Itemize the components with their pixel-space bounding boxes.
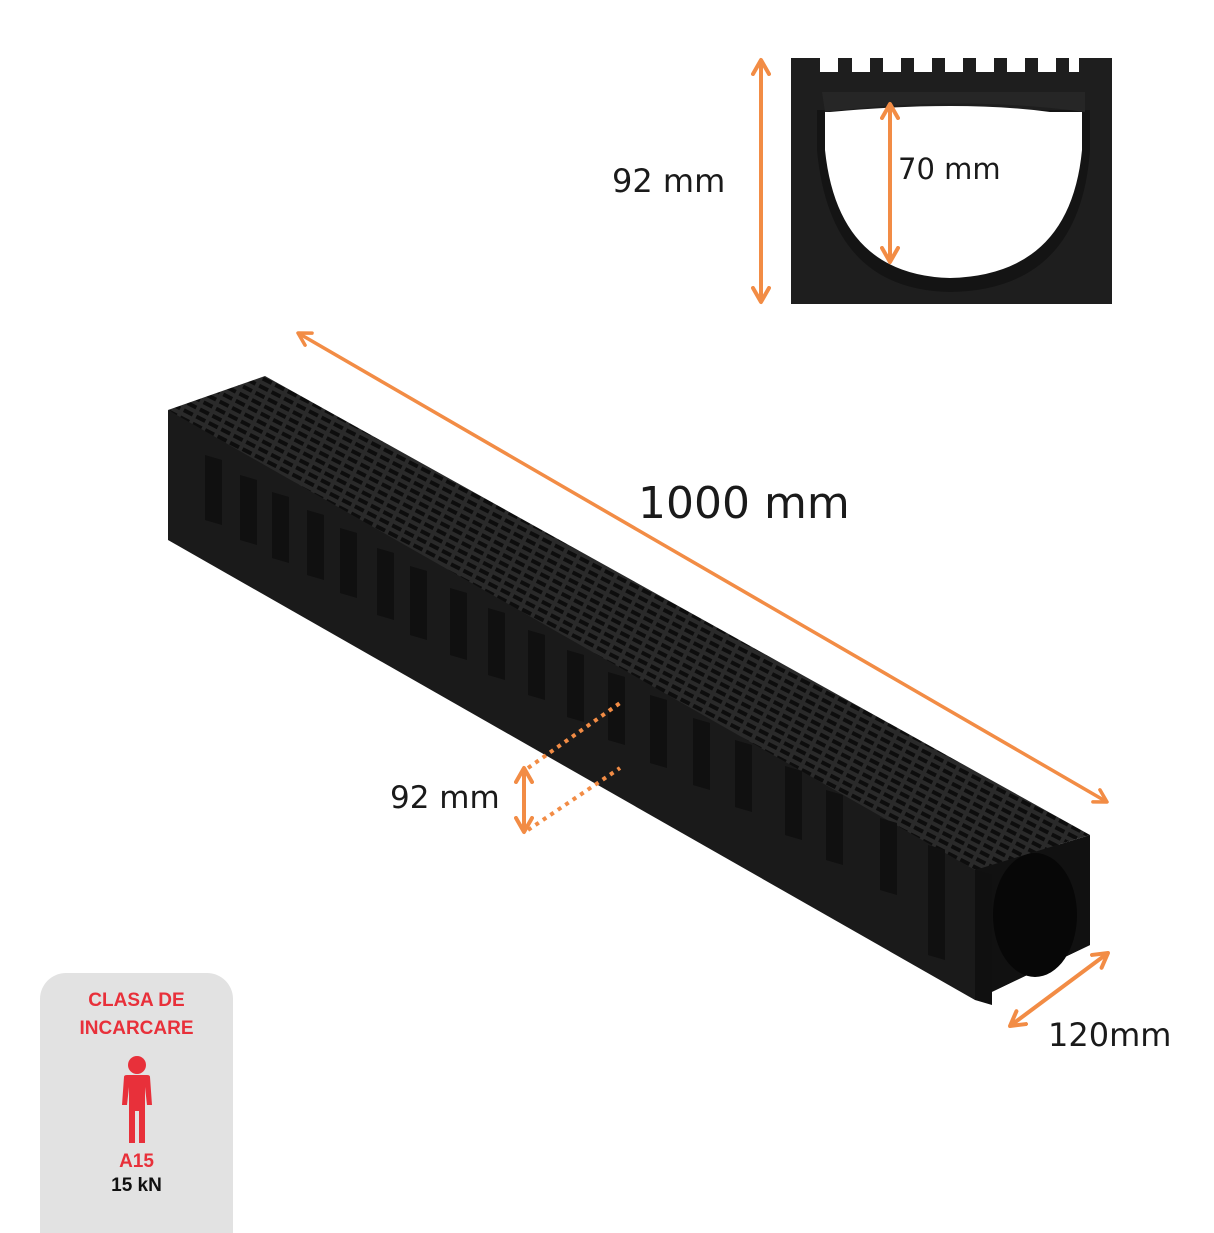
width-label: 120mm: [1048, 1016, 1172, 1054]
overall-height-label: 92 mm: [612, 162, 726, 200]
side-height-label: 92 mm: [390, 780, 500, 816]
drainage-channel: [168, 376, 1090, 1005]
load-class: A15: [119, 1151, 154, 1172]
length-arrow: [296, 331, 1109, 804]
length-label: 1000 mm: [638, 478, 850, 529]
load-value: 15 kN: [111, 1175, 162, 1196]
load-class-badge: CLASA DE INCARCARE A15 15 kN: [40, 973, 233, 1233]
badge-title-line1: CLASA DE: [88, 990, 185, 1011]
inner-depth-label: 70 mm: [898, 152, 1001, 186]
side-height-dimension: [514, 701, 622, 834]
person-icon: [121, 1056, 152, 1143]
badge-title-line2: INCARCARE: [79, 1018, 194, 1039]
width-arrow: [1007, 951, 1110, 1028]
